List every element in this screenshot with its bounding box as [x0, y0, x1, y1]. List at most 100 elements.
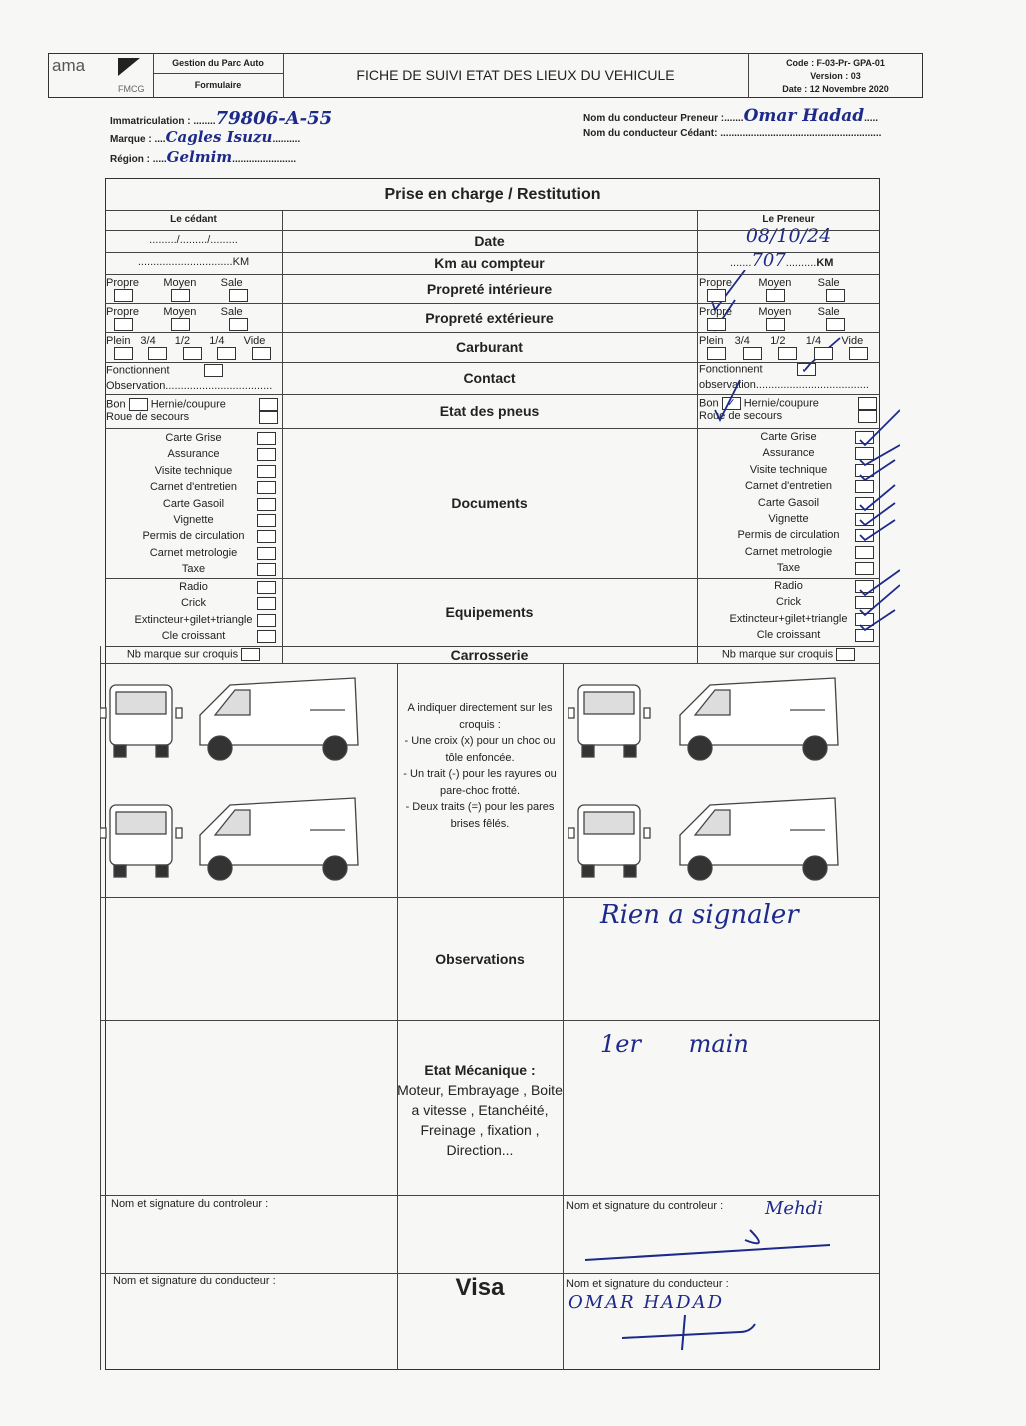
checkbox[interactable]: [778, 347, 798, 360]
list-item: Vignette: [105, 512, 282, 528]
checkbox[interactable]: [228, 289, 248, 302]
van-side-view-icon: [199, 797, 359, 881]
checkbox[interactable]: [825, 318, 845, 331]
checkbox[interactable]: [257, 597, 276, 611]
preneur-prop-int-option[interactable]: Moyen: [758, 277, 817, 302]
checkbox[interactable]: [836, 648, 856, 661]
checkbox[interactable]: [707, 347, 726, 360]
checkbox[interactable]: [849, 347, 869, 360]
checkbox[interactable]: [128, 398, 148, 411]
label: Hernie/coupure: [743, 397, 819, 410]
cedant-field[interactable]: Nom du conducteur Cédant: ..............…: [583, 128, 882, 139]
checkbox[interactable]: [257, 563, 276, 577]
checkbox[interactable]: [855, 529, 874, 543]
preneur-fuel-option[interactable]: Plein: [699, 335, 735, 360]
row-divider: [100, 663, 880, 664]
cedant-prop-ext-option[interactable]: Sale: [221, 306, 278, 331]
preneur-km-field[interactable]: .......707..........KM: [730, 250, 834, 271]
checkbox[interactable]: [257, 546, 276, 560]
checkbox[interactable]: [259, 398, 278, 411]
checkbox[interactable]: [257, 432, 276, 445]
checkbox[interactable]: [813, 347, 833, 360]
checkbox[interactable]: [858, 397, 877, 410]
checkbox[interactable]: [742, 347, 762, 360]
immat-field[interactable]: Immatriculation : ........79806-A-55: [110, 108, 333, 129]
cedant-prop-int-option[interactable]: Moyen: [163, 277, 220, 302]
preneur-nb-marque[interactable]: Nb marque sur croquis: [697, 648, 880, 661]
option-label: Moyen: [163, 306, 197, 318]
checkbox[interactable]: [259, 411, 278, 424]
list-item: Cle croissant: [105, 628, 282, 644]
checkbox[interactable]: [217, 347, 237, 360]
preneur-prop-ext-option[interactable]: Moyen: [758, 306, 817, 331]
checkbox[interactable]: [257, 581, 276, 594]
cedant-fonctionnent[interactable]: Fonctionnent: [106, 364, 223, 377]
checkbox[interactable]: [257, 497, 276, 511]
cedant-prop-ext-option[interactable]: Moyen: [163, 306, 220, 331]
cedant-fuel-option[interactable]: 3/4: [140, 335, 174, 360]
cedant-observation[interactable]: Observation.............................…: [106, 380, 273, 392]
region-field[interactable]: Région : .....Gelmim....................…: [110, 148, 297, 166]
cedant-date-field[interactable]: ........./........./.........: [149, 234, 238, 246]
cedant-km-field[interactable]: ...............................KM: [137, 256, 250, 268]
item-label: Assurance: [762, 447, 815, 460]
checkbox[interactable]: [855, 596, 874, 610]
checkbox[interactable]: [257, 613, 276, 627]
conducteur-signature[interactable]: OMAR HADAD: [568, 1292, 725, 1313]
checkbox[interactable]: [855, 580, 874, 593]
checkbox[interactable]: [182, 347, 202, 360]
checkbox[interactable]: [766, 318, 786, 331]
preneur-field[interactable]: Nom du conducteur Preneur :.......Omar H…: [583, 106, 879, 126]
list-item: Extincteur+gilet+triangle: [697, 611, 880, 627]
checkbox[interactable]: [257, 464, 276, 478]
checkbox[interactable]: [203, 364, 223, 377]
checkbox[interactable]: [825, 289, 845, 302]
checkbox[interactable]: [228, 318, 248, 331]
cedant-fuel-option[interactable]: Vide: [244, 335, 278, 360]
checkbox[interactable]: [257, 481, 276, 495]
preneur-prop-int-option[interactable]: Propre: [699, 277, 758, 302]
preneur-observation[interactable]: observation.............................…: [699, 379, 869, 391]
etat-meca-value[interactable]: 1er main: [600, 1030, 749, 1058]
observations-value[interactable]: Rien a signaler: [600, 900, 799, 930]
checkbox[interactable]: [114, 318, 133, 331]
checkbox-checked[interactable]: [707, 318, 726, 331]
preneur-fuel-option[interactable]: 1/2: [770, 335, 806, 360]
checkbox[interactable]: [171, 318, 191, 331]
checkbox[interactable]: [241, 648, 261, 661]
checkbox[interactable]: [855, 562, 874, 576]
checkbox[interactable]: [766, 289, 786, 302]
marque-field[interactable]: Marque : ....Cagles Isuzu..........: [110, 128, 301, 146]
preneur-date-value[interactable]: 08/10/24: [745, 225, 832, 247]
checkbox[interactable]: [171, 289, 191, 302]
checkbox[interactable]: [855, 447, 874, 461]
preneur-prop-ext-option[interactable]: Sale: [818, 306, 877, 331]
cedant-fuel-option[interactable]: 1/4: [209, 335, 243, 360]
preneur-controleur-label: Nom et signature du controleur :: [566, 1200, 724, 1212]
checkbox-checked[interactable]: [707, 289, 726, 302]
cedant-prop-int-option[interactable]: Propre: [106, 277, 163, 302]
list-item: Carnet metrologie: [697, 544, 880, 560]
checkbox[interactable]: [257, 448, 276, 462]
checkbox[interactable]: [858, 410, 877, 423]
cedant-fuel-option[interactable]: Plein: [106, 335, 140, 360]
checkbox[interactable]: [148, 347, 168, 360]
preneur-fuel-option[interactable]: Vide: [841, 335, 877, 360]
preneur-prop-int-option[interactable]: Sale: [818, 277, 877, 302]
checkbox[interactable]: [114, 347, 133, 360]
checkbox[interactable]: [257, 630, 276, 644]
preneur-fuel-option[interactable]: 1/4: [806, 335, 842, 360]
cedant-nb-marque[interactable]: Nb marque sur croquis: [105, 648, 282, 661]
checkbox[interactable]: [257, 530, 276, 544]
checkbox[interactable]: [114, 289, 133, 302]
controleur-signature[interactable]: Mehdi: [765, 1198, 823, 1219]
checkbox[interactable]: [855, 545, 874, 559]
checkbox[interactable]: [251, 347, 271, 360]
cedant-prop-ext-option[interactable]: Propre: [106, 306, 163, 331]
cedant-fuel-option[interactable]: 1/2: [175, 335, 209, 360]
preneur-prop-ext-option[interactable]: Propre: [699, 306, 758, 331]
cedant-prop-int-option[interactable]: Sale: [221, 277, 278, 302]
checkbox[interactable]: [257, 513, 276, 527]
option-label: 1/2: [174, 335, 191, 347]
preneur-fuel-option[interactable]: 3/4: [735, 335, 771, 360]
